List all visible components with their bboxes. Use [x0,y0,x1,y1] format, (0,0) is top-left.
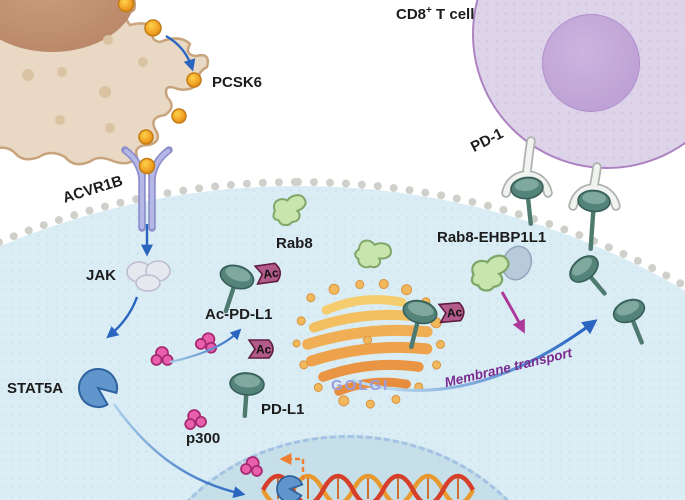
jak-label: JAK [86,267,117,284]
ac-badge-text: Ac [262,265,279,281]
secreting-cell-nucleus [0,0,136,52]
pcsk6-ligand [138,157,156,175]
pd1-pdl1-complexes [501,136,621,251]
stat5a-label: STAT5A [7,380,64,397]
rab8-protein-icon [354,239,392,269]
pdl1-membrane-icon [510,176,544,226]
acetylation-arrow [169,328,242,364]
ac-pdl1-label: Ac-PD-L1 [205,306,273,323]
ac-badges: Ac Ac Ac [247,262,465,359]
jak-protein-icon [126,260,171,292]
pdl1-proteins [219,255,646,418]
pcsk6-label: PCSK6 [212,74,263,91]
pcsk6-vesicle [171,108,187,124]
ac-badge-icon: Ac [253,262,281,285]
pdl1-membrane-icon [577,189,611,251]
pcsk6-vesicle [144,19,162,37]
cd8-label-rest: T cell [431,6,475,23]
pdl1-protein-icon [229,372,265,418]
pd1-receptor-icon [501,136,553,198]
ehbp1l1-transport-arrow [500,291,525,334]
ac-pdl1-protein-icon [219,264,255,314]
pcsk6-vesicle [117,0,135,13]
ac-pdl1-protein-icon [402,299,438,349]
p300-label: p300 [186,430,221,447]
p300-protein-icon [184,409,207,430]
secreting-cell-granules [22,35,148,133]
rab8-ehbp1l1-complex-icon [470,245,533,292]
nuclear-translocation-arrow [113,403,246,498]
secreting-cell-shape [0,0,210,166]
pd1-receptor-icon [568,162,621,211]
cd8-t-cell-label: CD8+ T cell [396,5,474,23]
stat5a-nuclear-icon [276,475,304,500]
rab8-protein-icon [272,194,307,227]
rab8-proteins [272,194,392,269]
p300-protein-icon [240,456,263,477]
cd8-label-base: CD8 [396,6,427,23]
secretion-arrow [165,34,196,72]
main-cell-membrane [0,178,685,500]
cd8-label-sup: + [426,5,432,16]
p300-proteins [150,332,263,477]
pcsk6-vesicle [186,72,202,88]
pdl1-protein-icon [612,298,646,345]
ac-badge-text: Ac [256,343,272,357]
pdl1-label: PD-L1 [261,401,305,418]
ac-badge-text: Ac [446,305,463,320]
p300-protein-icon [150,346,174,366]
golgi-label: GOLGI [331,377,390,394]
pcsk6-vesicle [138,129,154,145]
cd8-t-cell-nucleus [542,14,640,112]
pcsk6-vesicles [117,0,202,145]
rab8-protein-icon [470,254,510,292]
rab8-label: Rab8 [276,235,313,252]
rab8-ehbp1l1-label: Rab8-EHBP1L1 [437,229,547,246]
acvr1b-receptor-icon [121,146,173,232]
pdl1-protein-icon [569,255,607,296]
ac-badge-icon: Ac [437,301,465,324]
ac-badge-icon: Ac [247,339,274,359]
jak-stat5a-arrow [106,296,139,339]
membrane-transport-arrow [351,319,598,392]
transcription-arrow [279,453,305,480]
stat5a-protein-icon [78,368,118,409]
